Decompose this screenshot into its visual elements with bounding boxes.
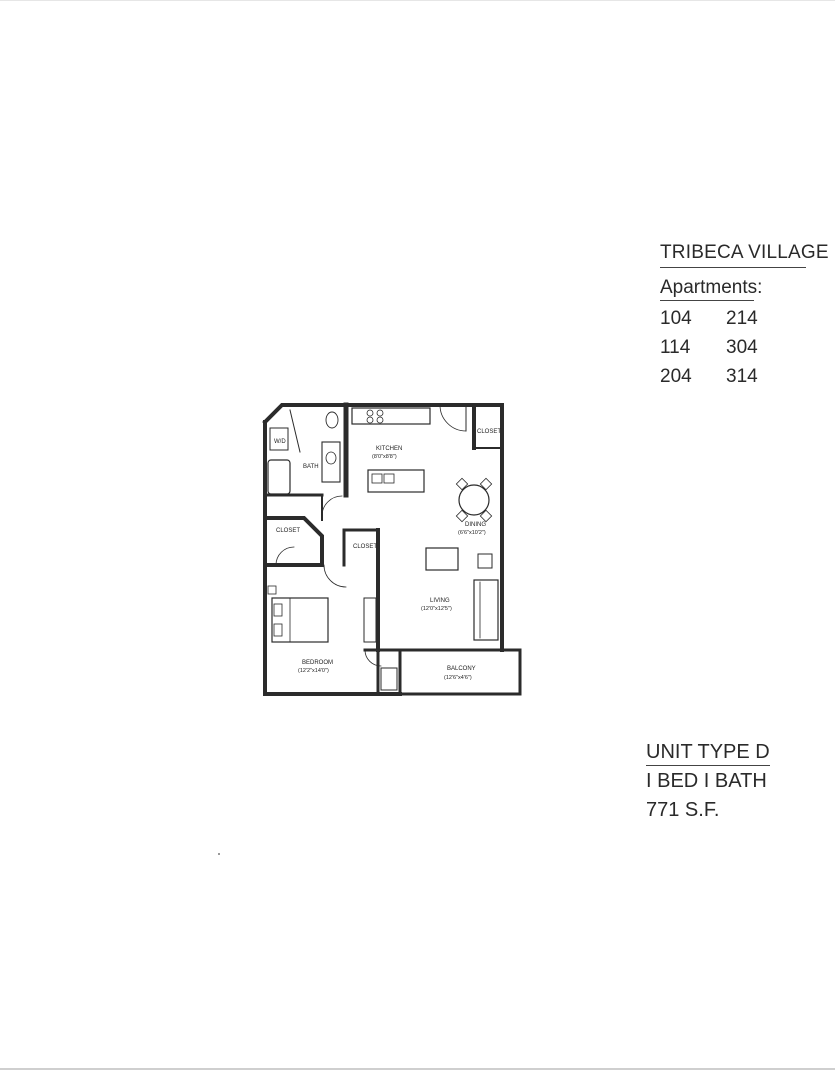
unit-beds-baths: I BED I BATH (646, 770, 767, 792)
page-edge-bottom (0, 1068, 835, 1070)
room-label-balcony-dim: (12'6"x4'6") (444, 675, 472, 681)
closet-wall (263, 516, 324, 567)
room-label-closet-mid: CLOSET (353, 544, 377, 550)
bedroom-closet (380, 667, 398, 691)
stove-burner (366, 416, 374, 424)
scan-speck (218, 853, 220, 855)
project-title: TRIBECA VILLAGE (660, 242, 829, 268)
exterior-wall (262, 403, 504, 652)
vanity (321, 441, 341, 483)
vanity-sink (325, 451, 337, 465)
unit-area: 771 S.F. (646, 799, 720, 821)
floor-plan: W/D BATH KITCHEN (8'0"x8'8") CLOSET DINI… (262, 402, 522, 696)
unit-type: UNIT TYPE D (646, 739, 770, 766)
room-label-balcony: BALCONY (447, 666, 476, 672)
stove-burner (376, 409, 384, 417)
dining-chair (455, 509, 469, 523)
entry-door-swing (439, 404, 467, 432)
exterior-wall (263, 420, 402, 696)
unit-summary: UNIT TYPE D I BED I BATH 771 S.F. (646, 738, 796, 825)
dining-chair (479, 509, 493, 523)
room-label-bedroom: BEDROOM (302, 660, 333, 666)
stove-burner (366, 409, 374, 417)
room-label-kitchen-dim: (8'0"x8'8") (372, 454, 397, 460)
room-label-kitchen: KITCHEN (376, 446, 402, 452)
pillow (273, 623, 283, 637)
bathtub (267, 459, 291, 495)
dining-chair (455, 477, 469, 491)
closet-door-swing (275, 546, 295, 566)
pillow (273, 603, 283, 617)
nightstand (267, 585, 277, 595)
page-edge-top (0, 0, 835, 1)
unit-number: 314 (726, 366, 758, 387)
unit-number: 104 (660, 308, 692, 329)
room-label-dining-dim: (6'6"x10'2") (458, 530, 486, 536)
dresser (363, 597, 377, 643)
dining-chair (479, 477, 493, 491)
unit-number: 304 (726, 337, 758, 358)
armchair (425, 547, 459, 571)
bed (271, 597, 329, 643)
balcony-rail (398, 648, 522, 696)
stove-burner (376, 416, 384, 424)
unit-number: 114 (660, 337, 691, 358)
apartment-unit-list: 104 214 114 304 204 314 (660, 308, 800, 388)
dining-table (458, 484, 490, 516)
bedroom-door-swing (323, 564, 347, 588)
room-label-living: LIVING (430, 598, 450, 604)
room-label-bedroom-dim: (12'2"x14'0") (298, 668, 329, 674)
room-label-closet-left: CLOSET (276, 528, 300, 534)
bathroom-door-swing (321, 495, 343, 517)
room-label-bath: BATH (303, 464, 319, 470)
side-table (477, 553, 493, 569)
room-label-living-dim: (12'0"x12'5") (421, 606, 452, 612)
sofa (473, 579, 499, 641)
room-label-dining: DINING (465, 522, 486, 528)
sink (383, 473, 395, 484)
room-label-closet-entry: CLOSET (477, 429, 501, 435)
kitchen-counter (351, 407, 431, 425)
washer-dryer-closet (269, 427, 289, 451)
room-label-wd: W/D (274, 439, 286, 445)
unit-number: 204 (660, 366, 692, 387)
closet-door-swing (364, 649, 382, 667)
toilet (325, 411, 339, 429)
apartments-heading: Apartments: (660, 277, 762, 301)
unit-number: 214 (726, 308, 758, 329)
sink (371, 473, 383, 484)
kitchen-island (367, 469, 425, 493)
closet-door (289, 409, 301, 453)
